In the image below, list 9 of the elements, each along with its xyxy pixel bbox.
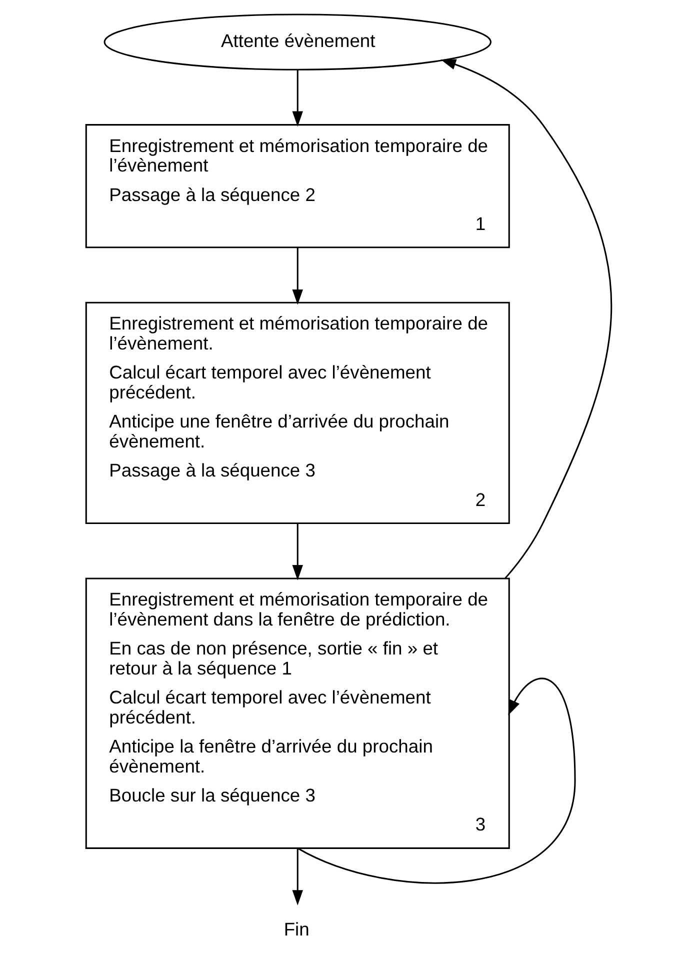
node-box: Enregistrement et mémorisation temporaire de l’évènement Passage à la séquence 2 1	[84, 124, 510, 248]
node-box: Enregistrement et mémorisation temporaire de l’évènement dans la fenêtre de prédiction. En cas de non présence, sortie « fin » et retour à la séquence 1 Calcul écart temporel avec l’évènement précédent. Anticipe la fenêtre d’arrivée du prochain évènement. Boucle sur la séquence 3 3	[84, 578, 510, 849]
arrow	[292, 248, 302, 305]
arrow	[292, 848, 302, 906]
arrow	[292, 524, 302, 580]
arrow	[440, 59, 612, 579]
node-box: Enregistrement et mémorisation temporaire de l’évènement. Calcul écart temporel avec l’évènement précédent. Anticipe une fenêtre d’arrivée du prochain évènement. Passage à la séquence 3 2	[84, 302, 510, 524]
node-text: Fin	[283, 918, 309, 940]
arrow	[292, 70, 302, 127]
